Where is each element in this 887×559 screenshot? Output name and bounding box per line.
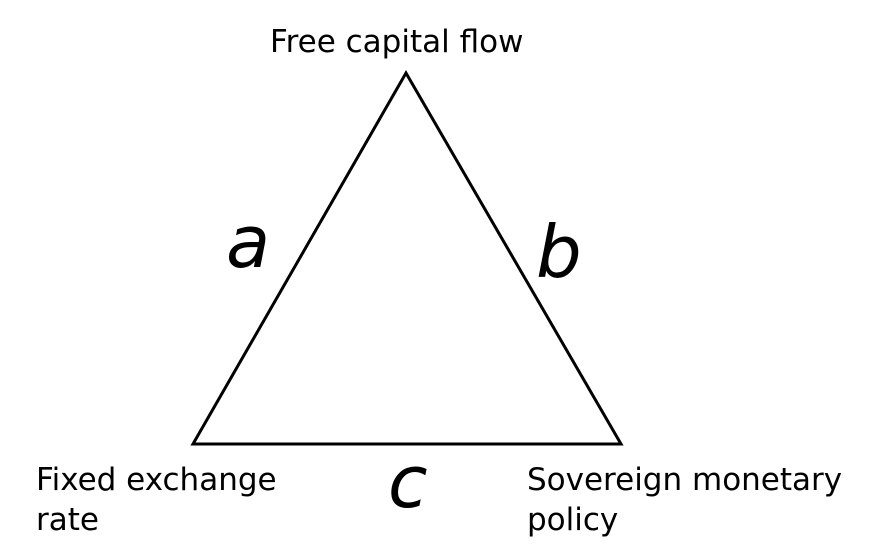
trinity-triangle — [190, 69, 624, 446]
edge-label-right: b — [536, 210, 582, 294]
edge-label-bottom: c — [388, 440, 428, 524]
vertex-label-top: Free capital flow — [270, 24, 524, 60]
vertex-label-bottom-left-line-1: Fixed exchange — [36, 462, 277, 498]
vertex-label-bottom-right-line-2: policy — [527, 502, 619, 538]
vertex-label-bottom-right: Sovereign monetary policy — [527, 460, 842, 540]
vertex-label-bottom-left-line-2: rate — [36, 502, 99, 538]
vertex-label-bottom-left: Fixed exchange rate — [36, 460, 277, 540]
edge-label-left: a — [226, 200, 271, 284]
vertex-label-bottom-right-line-1: Sovereign monetary — [527, 462, 843, 498]
